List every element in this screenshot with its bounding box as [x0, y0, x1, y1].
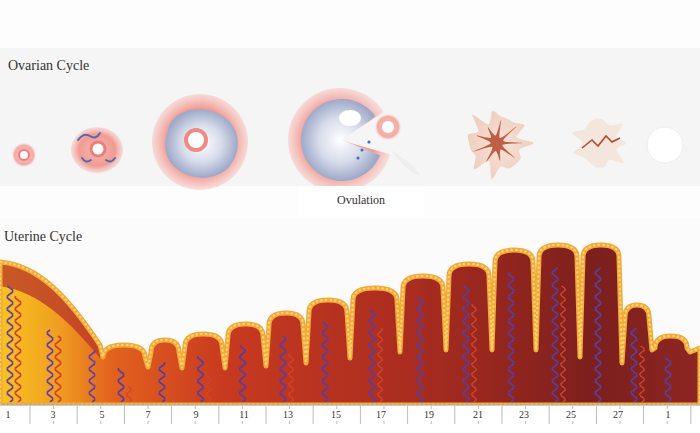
ovarian-panel [0, 48, 700, 186]
luteum-streak [582, 136, 620, 148]
spiral-artery [595, 268, 600, 402]
released-egg [375, 114, 401, 140]
fluid-drop [360, 148, 363, 151]
spiral-artery [47, 330, 52, 402]
spiral-arteries [7, 268, 670, 402]
day-number: 7 [145, 409, 152, 421]
epithelium [0, 245, 700, 405]
day-number: 5 [99, 409, 106, 421]
axis-tick [30, 406, 31, 424]
axis-tick [502, 406, 503, 424]
spiral-artery [89, 350, 94, 402]
axis-tick [690, 406, 691, 424]
ovarian-figures [12, 88, 683, 192]
spiral-artery [118, 368, 123, 402]
spiral-artery [378, 328, 383, 402]
luteum-core [473, 120, 523, 162]
day-axis [0, 405, 700, 433]
spiral-artery [417, 298, 422, 402]
uterine-panel [0, 218, 700, 405]
day-number: 15 [330, 409, 342, 421]
axis-strip [0, 405, 700, 433]
regressing-luteum [572, 119, 626, 168]
spiral-artery [198, 356, 203, 402]
day-number: 21 [472, 409, 484, 421]
ruptured-follicle [288, 88, 390, 192]
oocyte [91, 142, 105, 156]
spiral-artery [640, 346, 645, 402]
day-number: 9 [193, 409, 200, 421]
spiral-artery [289, 354, 294, 402]
spiral-artery [552, 268, 557, 402]
axis-tick [596, 406, 597, 424]
day-number: 27 [612, 409, 624, 421]
axis-line [0, 405, 700, 406]
spiral-artery [631, 328, 636, 402]
fluid-drop [367, 140, 370, 143]
axis-tick [171, 406, 172, 424]
spiral-artery [159, 362, 164, 402]
day-number: 13 [282, 409, 294, 421]
antrum [301, 99, 380, 181]
antrum [165, 109, 238, 177]
section-heading: Ovarian Cycle [8, 58, 89, 74]
spiral-artery [240, 346, 245, 402]
axis-tick [77, 406, 78, 424]
spiral-artery [280, 336, 285, 402]
spiral-artery [15, 296, 20, 402]
day-number: 17 [375, 409, 387, 421]
cumulus [339, 110, 361, 126]
section-heading: Uterine Cycle [4, 229, 82, 245]
axis-tick [407, 406, 408, 424]
day-number: 1 [665, 409, 672, 421]
axis-tick [643, 406, 644, 424]
fluid-wisp [392, 150, 420, 176]
endometrium-figure [0, 245, 700, 405]
corpus-albicans [647, 127, 683, 163]
axis-tick [218, 406, 219, 424]
axis-tick [360, 406, 361, 424]
spiral-artery [55, 336, 60, 402]
secondary-follicle [152, 94, 248, 190]
axis-tick [454, 406, 455, 424]
spiral-artery [508, 272, 513, 402]
spiral-artery [206, 374, 211, 402]
spiral-artery [7, 286, 12, 402]
epithelium-cells [0, 245, 700, 405]
spiral-artery [322, 322, 327, 402]
spiral-artery [369, 310, 374, 402]
spiral-artery [463, 286, 468, 402]
spiral-artery [665, 358, 670, 402]
primordial-follicle [12, 143, 36, 167]
axis-tick [266, 406, 267, 424]
day-number: 25 [565, 409, 577, 421]
axis-tick [549, 406, 550, 424]
axis-tick [313, 406, 314, 424]
antrum-start [78, 133, 115, 162]
spiral-artery [127, 386, 132, 402]
spiral-artery [472, 304, 477, 402]
oocyte [186, 130, 206, 150]
spiral-artery [561, 286, 566, 402]
corpus-luteum [468, 111, 534, 180]
fluid-drop [356, 156, 359, 159]
box-label: Ovulation [337, 194, 385, 208]
day-number: 23 [518, 409, 530, 421]
label-box: Ovulation [298, 186, 424, 216]
day-number: 11 [238, 409, 250, 421]
oocyte [382, 121, 394, 133]
oocyte [19, 150, 29, 160]
primary-follicle [71, 127, 123, 173]
day-number: 1 [5, 409, 12, 421]
axis-tick [124, 406, 125, 424]
endometrium [0, 245, 700, 405]
day-number: 3 [50, 409, 57, 421]
day-number: 19 [423, 409, 435, 421]
